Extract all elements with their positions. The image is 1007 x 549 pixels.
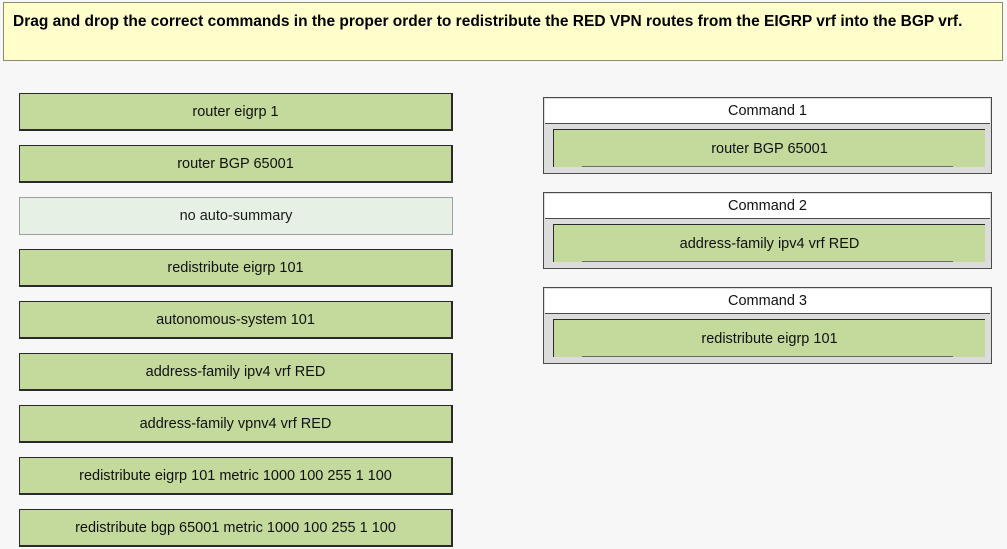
command-redistribute-eigrp-101-metric[interactable]: redistribute eigrp 101 metric 1000 100 2… [19, 457, 453, 495]
slot-title: Command 2 [545, 194, 990, 219]
slot-placed-command[interactable]: redistribute eigrp 101 [553, 319, 985, 357]
instruction-banner: Drag and drop the correct commands in th… [3, 2, 1003, 61]
slot-placed-command[interactable]: address-family ipv4 vrf RED [553, 224, 985, 262]
command-autonomous-system-101[interactable]: autonomous-system 101 [19, 301, 453, 339]
drop-slot-command-1[interactable]: Command 1 router BGP 65001 [543, 97, 992, 174]
command-redistribute-eigrp-101[interactable]: redistribute eigrp 101 [19, 249, 453, 287]
slot-placed-command[interactable]: router BGP 65001 [553, 129, 985, 167]
command-redistribute-bgp-65001-metric[interactable]: redistribute bgp 65001 metric 1000 100 2… [19, 509, 453, 547]
command-no-auto-summary[interactable]: no auto-summary [19, 197, 453, 235]
drop-slot-command-3[interactable]: Command 3 redistribute eigrp 101 [543, 287, 992, 364]
command-address-family-vpnv4-vrf-red[interactable]: address-family vpnv4 vrf RED [19, 405, 453, 443]
slot-title: Command 1 [545, 99, 990, 124]
command-address-family-ipv4-vrf-red[interactable]: address-family ipv4 vrf RED [19, 353, 453, 391]
command-router-eigrp-1[interactable]: router eigrp 1 [19, 93, 453, 131]
slot-title: Command 3 [545, 289, 990, 314]
command-router-bgp-65001[interactable]: router BGP 65001 [19, 145, 453, 183]
drop-slot-command-2[interactable]: Command 2 address-family ipv4 vrf RED [543, 192, 992, 269]
